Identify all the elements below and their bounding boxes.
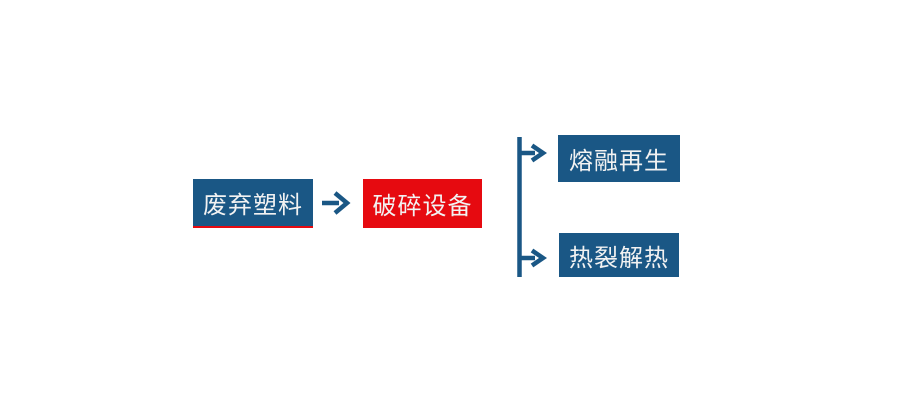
node-pyrolysis-heat: 热裂解热: [559, 233, 679, 277]
branch-connector-icon: [517, 137, 547, 277]
right-arrow-strokes: [322, 191, 351, 215]
branch-top-arrowhead-icon: [530, 143, 547, 163]
branch-bottom-arrowhead-icon: [530, 248, 547, 268]
branch-connector-strokes: [517, 137, 547, 277]
node-crushing-equipment-label: 破碎设备: [372, 193, 473, 220]
node-melt-regeneration: 熔融再生: [558, 135, 680, 182]
node-waste-plastic: 废弃塑料: [193, 179, 313, 228]
node-waste-plastic-label: 废弃塑料: [203, 192, 303, 219]
node-crushing-equipment: 破碎设备: [363, 179, 482, 228]
node-melt-regeneration-label: 熔融再生: [569, 148, 669, 175]
right-arrow-icon: [322, 191, 351, 215]
node-pyrolysis-heat-label: 热裂解热: [569, 244, 669, 272]
